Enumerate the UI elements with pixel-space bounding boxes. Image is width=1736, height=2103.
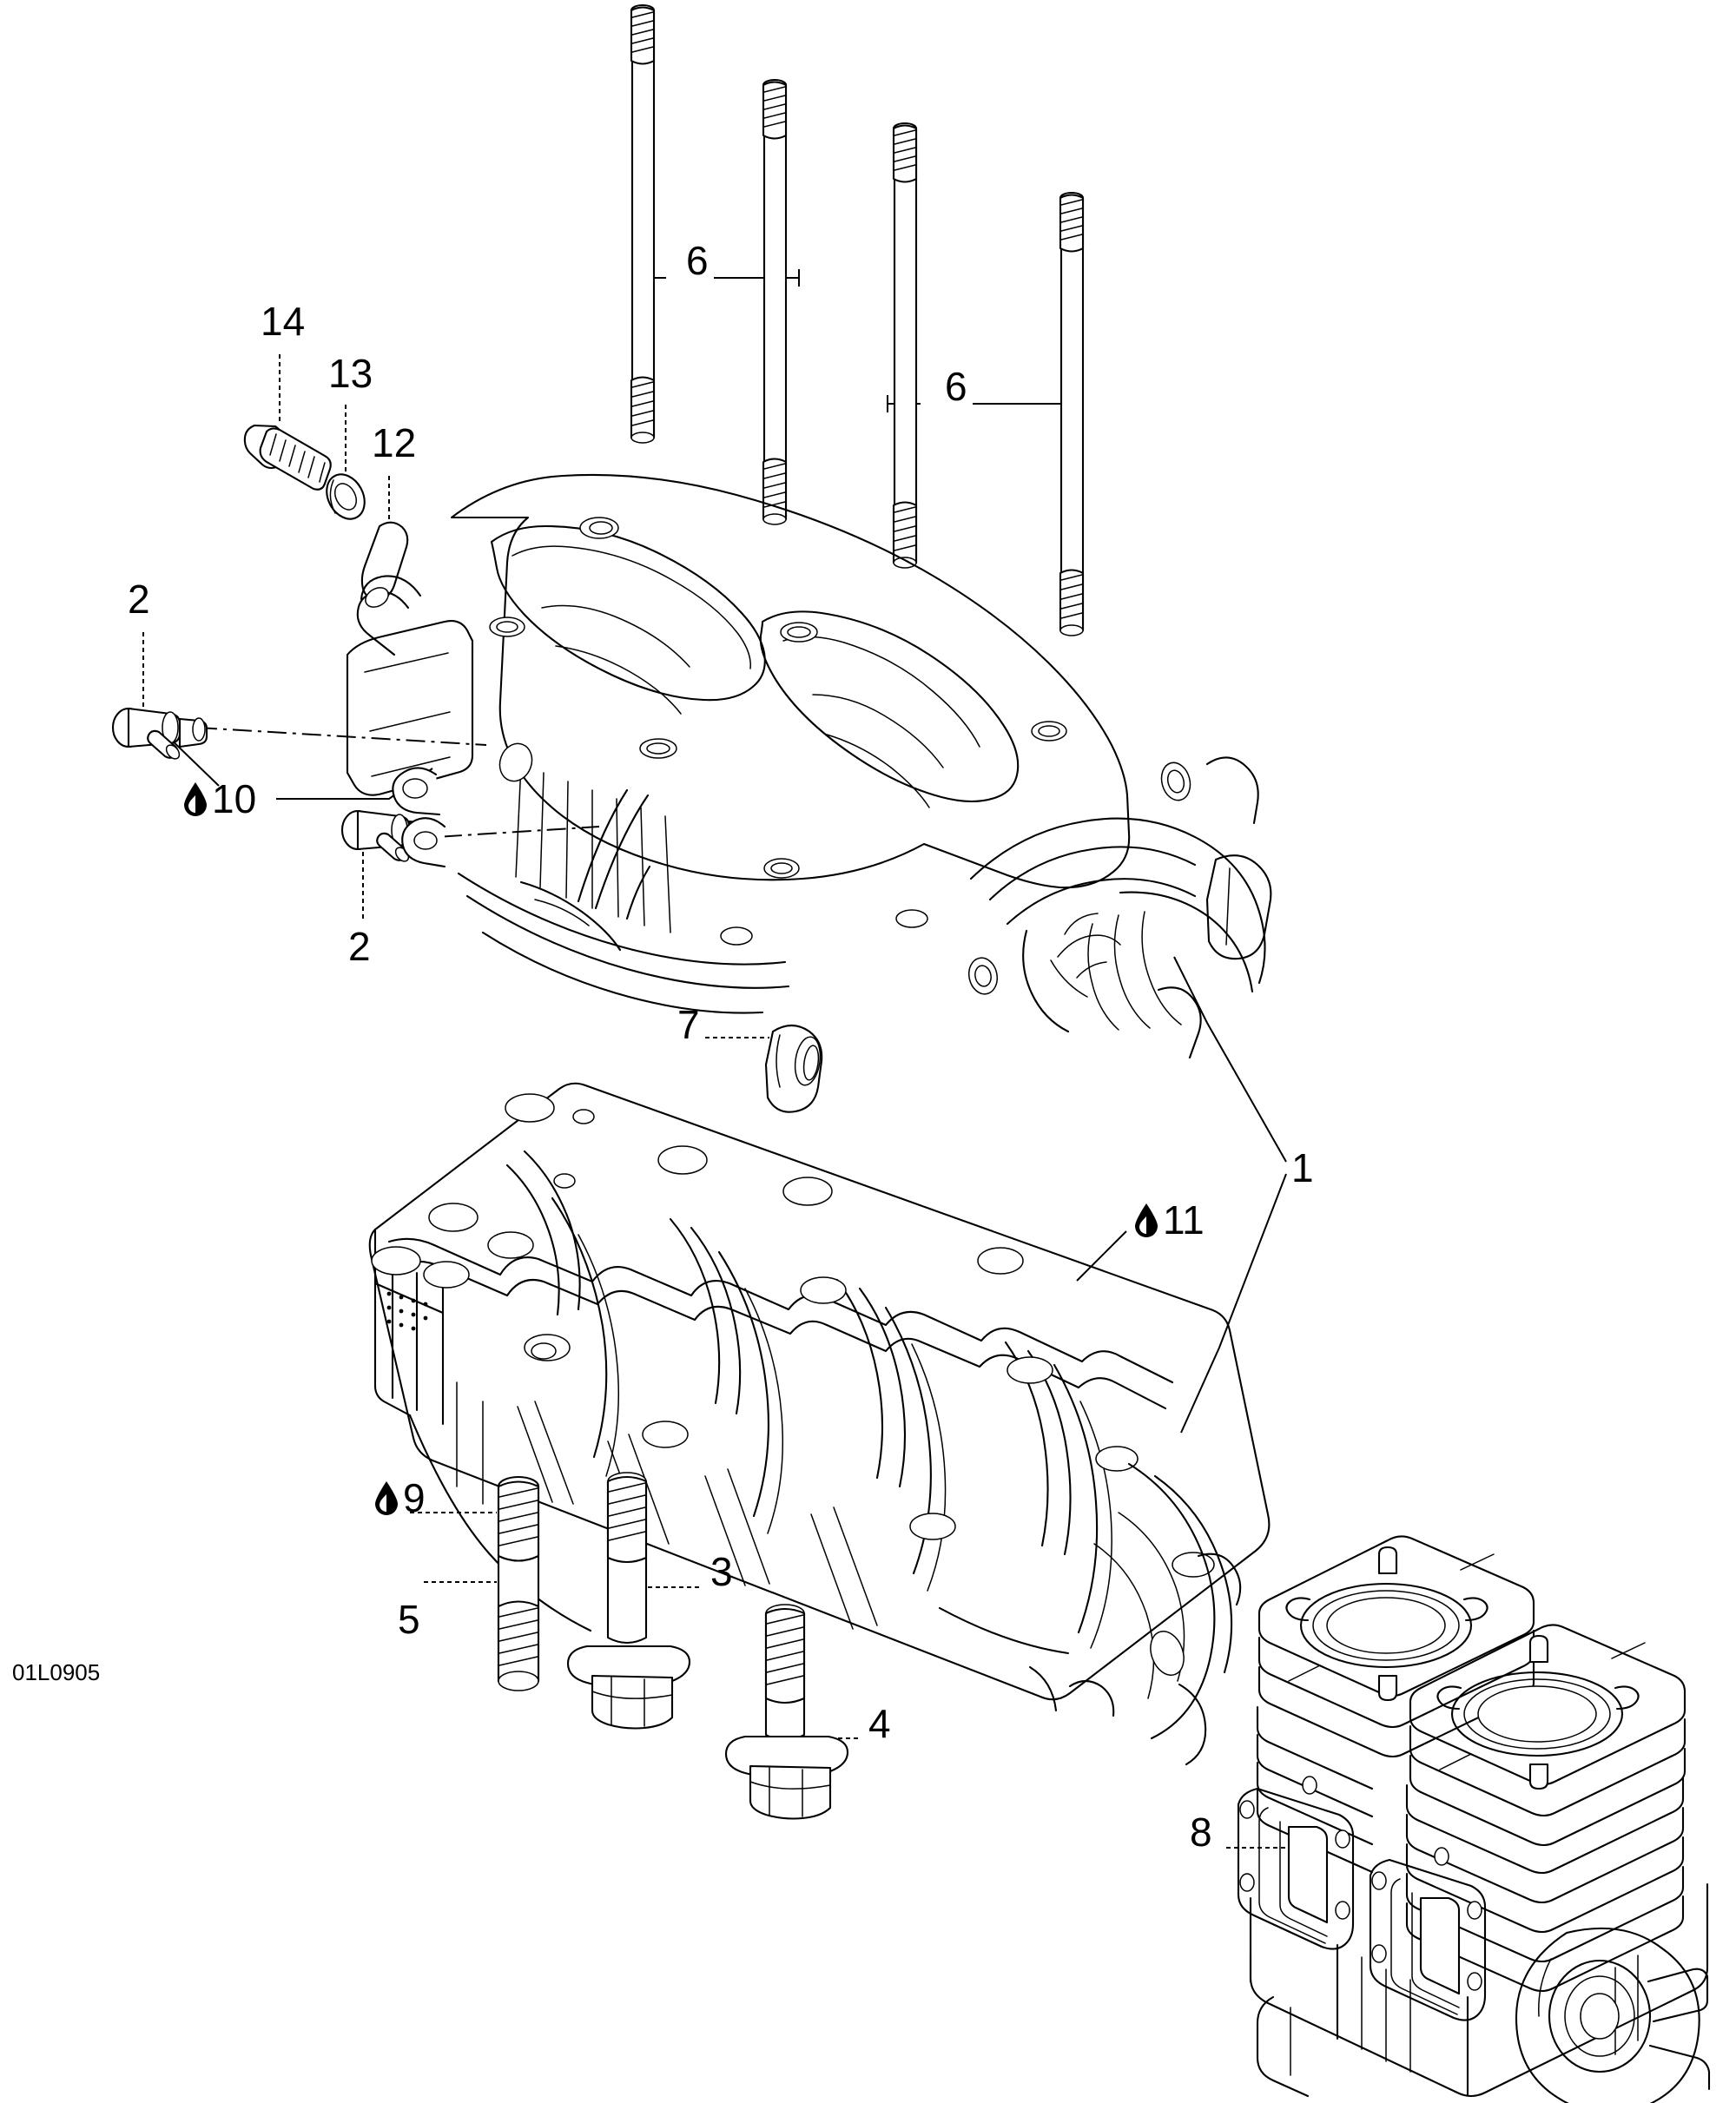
callout-4: 4: [868, 1701, 891, 1746]
seal-plug-part-7: [764, 1024, 823, 1113]
callout-5: 5: [398, 1597, 420, 1642]
washer-part-13: [326, 473, 366, 520]
callout-12: 12: [372, 420, 417, 465]
callout-6-left: 6: [686, 238, 709, 283]
engine-assembly-part-8: [1237, 1535, 1711, 2103]
oil-drop-icon: [1133, 1203, 1159, 1243]
callout-11-label: 11: [1163, 1197, 1205, 1243]
callout-6-right: 6: [945, 364, 967, 409]
oil-drop-icon: [182, 781, 208, 822]
callout-7: 7: [677, 1002, 700, 1047]
oil-drop-icon: [373, 1480, 399, 1521]
callout-14: 14: [261, 299, 306, 344]
oil-fitting-upper-part-2: [111, 707, 208, 760]
callout-10: 10: [182, 779, 256, 822]
bolt-part-14: [243, 424, 332, 491]
callout-13: 13: [328, 351, 373, 396]
callout-8: 8: [1190, 1810, 1212, 1855]
callout-11: 11: [1133, 1200, 1205, 1243]
diagram-code: 01L0905: [12, 1659, 101, 1685]
callout-2-upper: 2: [128, 577, 150, 622]
cylinder-studs-part-6: [630, 3, 1085, 636]
callout-9-label: 9: [403, 1475, 426, 1520]
long-flange-bolt-part-3: [566, 1472, 691, 1730]
callout-3: 3: [710, 1549, 733, 1594]
callout-2-lower: 2: [348, 924, 371, 969]
dowel-pin-part-12: [360, 521, 409, 601]
upper-crankcase-half: [346, 473, 1272, 1059]
lower-crankcase-half: [368, 1082, 1271, 1766]
callout-9: 9: [373, 1478, 426, 1521]
stud-part-5: [497, 1475, 540, 1691]
callout-10-label: 10: [212, 776, 257, 821]
short-flange-bolt-part-4: [724, 1604, 849, 1820]
callout-1: 1: [1291, 1145, 1314, 1190]
